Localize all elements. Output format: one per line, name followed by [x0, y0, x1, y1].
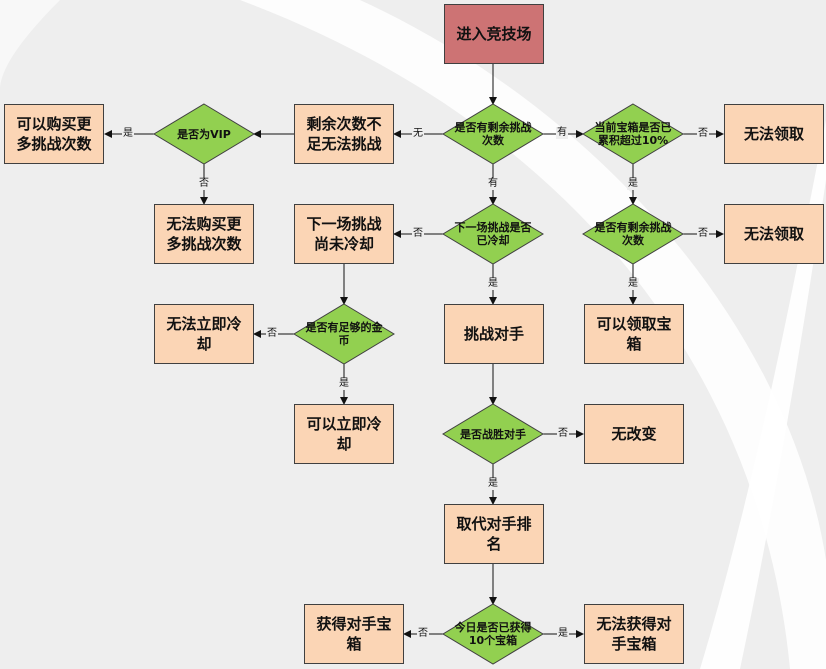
- edge-label-gold-yes: 是: [338, 378, 350, 390]
- edge-label-remaining-yes-right: 有: [556, 127, 568, 139]
- edge-label-remaining2-yes: 是: [627, 278, 639, 290]
- node-cannot-claim-1: 无法领取: [724, 104, 824, 164]
- decision-has-remaining-2-shape: [582, 203, 684, 265]
- edge-label-ten-no: 否: [417, 628, 429, 640]
- edge-label-vip-no: 否: [198, 178, 210, 190]
- node-can-cool-now: 可以立即冷却: [294, 404, 394, 464]
- edge-label-chest-no: 否: [697, 128, 709, 140]
- edge-label-cooled-no: 否: [412, 228, 424, 240]
- node-buy-more: 可以购买更多挑战次数: [4, 104, 104, 164]
- decision-ten-chests-shape: [442, 603, 544, 665]
- node-no-change: 无改变: [584, 404, 684, 464]
- node-get-chest: 获得对手宝箱: [304, 604, 404, 664]
- edge-label-remaining-no: 无: [412, 128, 424, 140]
- decision-is-vip-shape: [153, 103, 255, 165]
- edge-label-vip-yes: 是: [122, 128, 134, 140]
- edge-label-remaining2-no: 否: [697, 228, 709, 240]
- edge-label-chest-yes: 是: [627, 178, 639, 190]
- decision-won-shape: [442, 403, 544, 465]
- decision-enough-gold-shape: [293, 303, 395, 365]
- node-start: 进入竞技场: [444, 4, 544, 64]
- node-not-cooled: 下一场挑战尚未冷却: [294, 204, 394, 264]
- node-replace-rank: 取代对手排名: [444, 504, 544, 564]
- decision-has-remaining-shape: [442, 103, 544, 165]
- edge-label-won-yes: 是: [487, 478, 499, 490]
- edge-label-ten-yes: 是: [557, 628, 569, 640]
- node-challenge: 挑战对手: [444, 304, 544, 364]
- edge-label-won-no: 否: [557, 428, 569, 440]
- node-not-enough: 剩余次数不足无法挑战: [294, 104, 394, 164]
- node-cannot-get-chest: 无法获得对手宝箱: [584, 604, 684, 664]
- node-cannot-cool-now: 无法立即冷却: [154, 304, 254, 364]
- edge-label-remaining-yes-down: 有: [487, 178, 499, 190]
- node-cannot-buy: 无法购买更多挑战次数: [154, 204, 254, 264]
- edge-label-gold-no: 否: [266, 328, 278, 340]
- node-can-claim: 可以领取宝箱: [584, 304, 684, 364]
- node-cannot-claim-2: 无法领取: [724, 204, 824, 264]
- edge-label-cooled-yes: 是: [487, 278, 499, 290]
- decision-chest-exceeds-shape: [582, 103, 684, 165]
- decision-cooled-shape: [442, 203, 544, 265]
